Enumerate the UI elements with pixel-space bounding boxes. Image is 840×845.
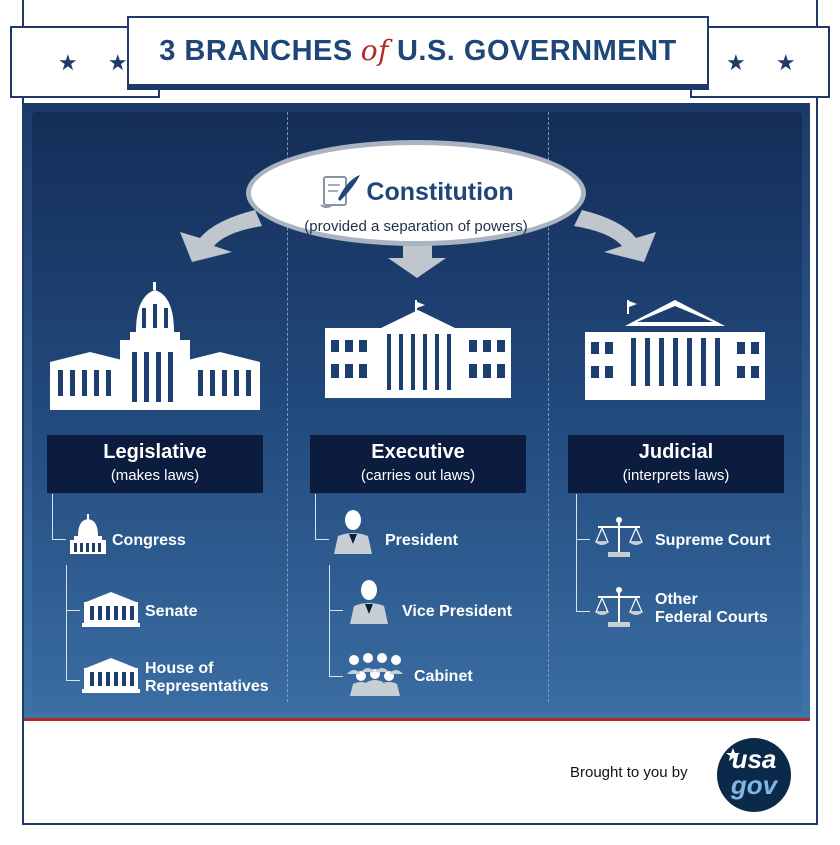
tree-line (66, 611, 80, 681)
title-right: U.S. GOVERNMENT (396, 35, 677, 67)
stars-right: ★ ★ (726, 50, 808, 75)
item-other-federal-courts: Other Federal Courts (655, 591, 768, 627)
branch-sub-judicial: (interprets laws) (622, 467, 730, 484)
senate-building-icon (82, 592, 140, 627)
president-person-icon (334, 510, 372, 554)
branch-name-legislative: Legislative (103, 441, 207, 463)
cabinet-group-icon (347, 653, 403, 696)
scroll-quill-icon (320, 175, 361, 208)
item-president: President (385, 532, 458, 549)
item-other-line1: Other (655, 591, 698, 608)
item-cabinet: Cabinet (414, 668, 473, 685)
branch-box-judicial: Judicial (interprets laws) (568, 435, 784, 493)
tree-line (329, 611, 343, 677)
arrow-right-icon (574, 210, 656, 262)
column-divider (548, 112, 549, 702)
item-house-line2: Representatives (145, 678, 269, 695)
tree-line (329, 565, 343, 611)
logo-star-icon (726, 748, 740, 761)
item-congress: Congress (112, 532, 186, 549)
constitution-subtitle: (provided a separation of powers) (304, 218, 528, 235)
branch-sub-executive: (carries out laws) (360, 467, 476, 484)
white-house-icon (325, 300, 511, 398)
branch-box-legislative: Legislative (makes laws) (47, 435, 263, 493)
scales-of-justice-icon (595, 587, 643, 627)
item-other-line2: Federal Courts (655, 609, 768, 626)
tree-line (52, 494, 66, 540)
constitution-title: Constitution (366, 177, 514, 206)
title-left: 3 BRANCHES (159, 35, 353, 67)
usagov-logo[interactable]: usa gov (717, 738, 791, 812)
arrow-left-icon (180, 210, 262, 262)
stars-left: ★ ★ (58, 50, 140, 75)
constitution-heading: Constitution (318, 173, 514, 211)
logo-usa: usa (731, 744, 777, 774)
capitol-dome-icon (70, 514, 106, 554)
footer-credit: Brought to you by (570, 764, 688, 781)
title-of: of (360, 34, 389, 67)
capitol-building-icon (50, 282, 260, 410)
item-senate: Senate (145, 603, 198, 620)
house-building-icon (82, 658, 140, 693)
tree-line (576, 494, 590, 540)
tree-line (66, 565, 80, 611)
tree-line (315, 494, 329, 540)
column-divider (287, 112, 288, 702)
item-supreme-court: Supreme Court (655, 532, 771, 549)
tree-line (576, 540, 590, 612)
arrows (180, 210, 656, 278)
constitution-ellipse: Constitution (provided a separation of p… (246, 140, 586, 246)
branch-box-executive: Executive (carries out laws) (310, 435, 526, 493)
supreme-court-icon (585, 300, 765, 400)
branch-name-executive: Executive (371, 441, 465, 463)
item-vice-president: Vice President (402, 603, 512, 620)
arrow-center-icon (388, 240, 446, 278)
item-house-line1: House of (145, 660, 214, 677)
scales-of-justice-icon (595, 517, 643, 557)
item-house: House of Representatives (145, 660, 269, 696)
vice-president-person-icon (350, 580, 388, 624)
logo-gov: gov (730, 770, 778, 800)
branch-name-judicial: Judicial (638, 441, 714, 463)
branch-sub-legislative: (makes laws) (110, 467, 200, 484)
